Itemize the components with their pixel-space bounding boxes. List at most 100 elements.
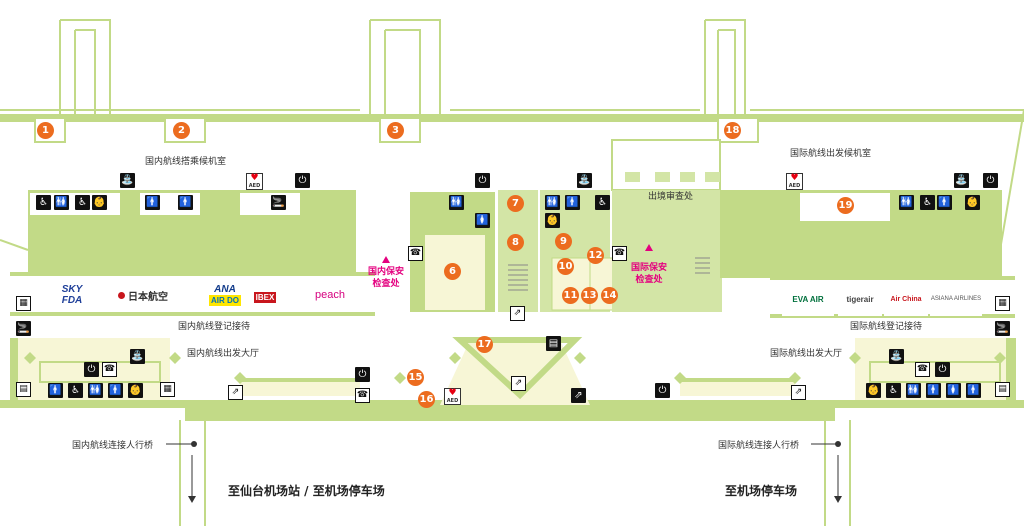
marker-19[interactable]: 19 (837, 197, 854, 214)
wheelchair-icon: ♿ (886, 383, 901, 398)
marker-1[interactable]: 1 (37, 122, 54, 139)
restroom-icon: 🚹 (48, 383, 63, 398)
baby-care-icon: 👶 (545, 213, 560, 228)
restroom-icon: 🚹 (565, 195, 580, 210)
atm-icon: ▦ (16, 296, 31, 311)
marker-2[interactable]: 2 (173, 122, 190, 139)
baby-care-icon: 👶 (92, 195, 107, 210)
airline-jal-logo: 日本航空 (103, 278, 183, 312)
smoking-icon: 🚬 (16, 321, 31, 336)
international-departure-hall-label: 国际航线出发大厅 (770, 349, 843, 359)
airline-asiana-logo: ASIANA AIRLINES (930, 282, 982, 316)
restroom-icon: 🚻 (906, 383, 921, 398)
domestic-security-arrow-icon (382, 256, 390, 263)
marker-3[interactable]: 3 (387, 122, 404, 139)
escalator-icon: ⇗ (571, 388, 586, 403)
international-waiting-label: 国际航线出发候机室 (790, 149, 872, 159)
marker-7[interactable]: 7 (507, 195, 524, 212)
domestic-bridge-label: 国内航线连接人行桥 (72, 441, 154, 451)
airline-asiana: ASIANA AIRLINES (930, 296, 982, 302)
phone-icon: ☎ (102, 362, 117, 377)
airline-eva: EVA AIR (792, 294, 824, 304)
airline-fda: FDA (61, 295, 83, 306)
restroom-icon: 🚻 (449, 195, 464, 210)
power-outlet-icon: ⏻ (84, 362, 99, 377)
domestic-departure-hall-label: 国内航线出发大厅 (187, 349, 260, 359)
phone-icon: ☎ (915, 362, 930, 377)
drinking-fountain-icon: ⛲ (954, 173, 969, 188)
marker-9[interactable]: 9 (555, 233, 572, 250)
marker-12[interactable]: 12 (587, 247, 604, 264)
marker-13[interactable]: 13 (581, 287, 598, 304)
restroom-icon: 🚹 (937, 195, 952, 210)
marker-8[interactable]: 8 (507, 234, 524, 251)
drinking-fountain-icon: ⛲ (577, 173, 592, 188)
marker-17[interactable]: 17 (476, 336, 493, 353)
baby-care-icon: 👶 (965, 195, 980, 210)
airline-ibex-logo: IBEX (250, 290, 280, 304)
marker-11[interactable]: 11 (562, 287, 579, 304)
baby-care-icon: 👶 (866, 383, 881, 398)
airline-ibex: IBEX (253, 291, 277, 303)
airline-sky-fda-logo: SKY FDA (46, 278, 98, 312)
exit-right-label[interactable]: 至机场停车场 (725, 484, 798, 498)
restroom-icon: 🚹 (108, 383, 123, 398)
restroom-icon: 🚹 (145, 195, 160, 210)
airline-jal: 日本航空 (128, 291, 168, 303)
locker-icon: ▤ (546, 336, 561, 351)
airline-tigerair: tigerair (846, 294, 874, 304)
power-outlet-icon: ⏻ (935, 362, 950, 377)
restroom-icon: 🚺 (475, 213, 490, 228)
aed-icon: ♥AED (444, 388, 461, 405)
international-security-arrow-icon (645, 244, 653, 251)
restroom-icon: 🚻 (54, 195, 69, 210)
escalator-icon: ⇗ (791, 385, 806, 400)
airline-airchina-logo: Air China (884, 282, 928, 316)
phone-icon: ☎ (408, 246, 423, 261)
wheelchair-icon: ♿ (36, 195, 51, 210)
power-outlet-icon: ⏻ (475, 173, 490, 188)
airline-ana: ANA (214, 284, 236, 295)
immigration-label: 出境审查处 (648, 192, 694, 202)
power-outlet-icon: ⏻ (983, 173, 998, 188)
domestic-security-label: 国内保安 检查处 (367, 267, 404, 289)
airline-airchina: Air China (890, 295, 922, 303)
escalator-icon: ⇗ (511, 376, 526, 391)
restroom-icon: 🚻 (88, 383, 103, 398)
escalator-icon: ⇗ (228, 385, 243, 400)
international-bridge-label: 国际航线连接人行桥 (718, 441, 800, 451)
escalator-icon: ⇗ (510, 306, 525, 321)
restroom-icon: 🚹 (966, 383, 981, 398)
marker-14[interactable]: 14 (601, 287, 618, 304)
airline-peach: peach (315, 289, 345, 301)
locker-icon: ▤ (16, 382, 31, 397)
power-outlet-icon: ⏻ (355, 367, 370, 382)
airline-sky: SKY (61, 284, 83, 295)
drinking-fountain-icon: ⛲ (120, 173, 135, 188)
international-security-label: 国际保安 检查处 (630, 263, 667, 285)
restroom-icon: 🚻 (545, 195, 560, 210)
phone-icon: ☎ (355, 388, 370, 403)
drinking-fountain-icon: ⛲ (130, 349, 145, 364)
marker-15[interactable]: 15 (407, 369, 424, 386)
smoking-icon: 🚬 (271, 195, 286, 210)
atm-icon: ▦ (995, 296, 1010, 311)
phone-icon: ☎ (612, 246, 627, 261)
restroom-icon: 🚹 (926, 383, 941, 398)
drinking-fountain-icon: ⛲ (889, 349, 904, 364)
wheelchair-icon: ♿ (75, 195, 90, 210)
marker-18[interactable]: 18 (724, 122, 741, 139)
baby-care-icon: 👶 (128, 383, 143, 398)
airline-airdo: AIR DO (209, 295, 241, 306)
airline-tigerair-logo: tigerair (838, 282, 882, 316)
airline-eva-logo: EVA AIR (782, 282, 834, 316)
wheelchair-icon: ♿ (595, 195, 610, 210)
marker-10[interactable]: 10 (557, 258, 574, 275)
marker-6[interactable]: 6 (444, 263, 461, 280)
domestic-waiting-label: 国内航线搭乘候机室 (145, 157, 227, 167)
marker-16[interactable]: 16 (418, 391, 435, 408)
airline-ana-airdo-logo: ANA AIR DO (190, 278, 260, 312)
exit-left-label[interactable]: 至仙台机场站 / 至机场停车场 (228, 484, 385, 498)
